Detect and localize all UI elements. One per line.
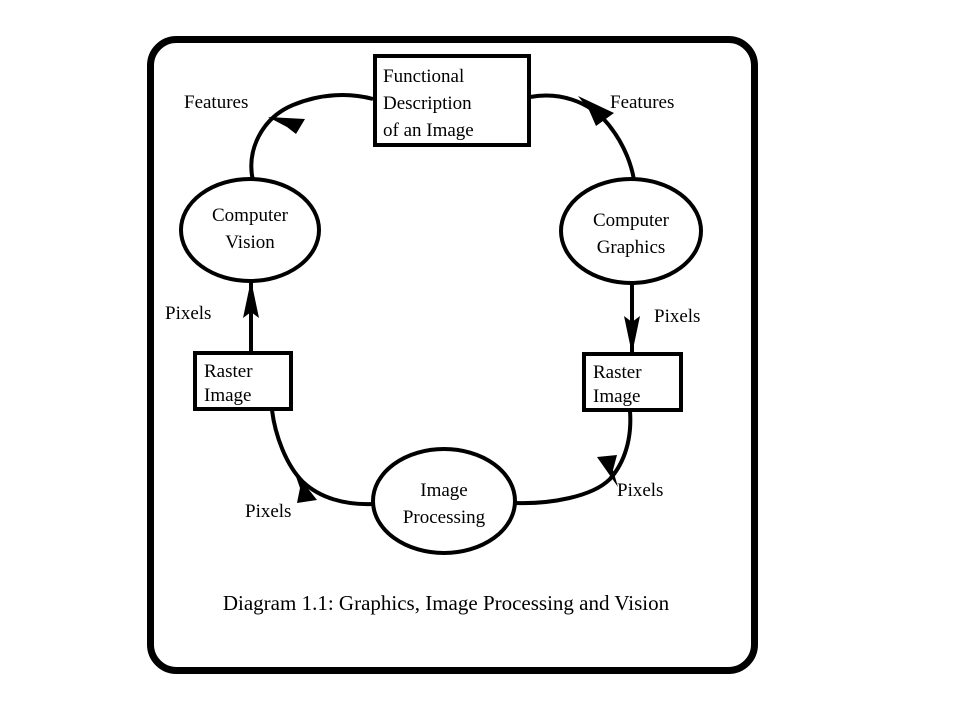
computer-vision-ellipse[interactable] bbox=[179, 177, 321, 283]
functional-description-line-1: Functional bbox=[383, 66, 464, 87]
edge-label-features-left: Features bbox=[184, 92, 248, 113]
raster-image-left-line-2: Image bbox=[204, 385, 251, 406]
outer-frame bbox=[147, 36, 758, 674]
edge-description-to-graphics-line bbox=[529, 93, 636, 181]
image-processing-line-2: Processing bbox=[403, 507, 486, 528]
functional-description-box[interactable] bbox=[373, 54, 531, 147]
node-raster-image-right[interactable]: Raster Image bbox=[582, 352, 683, 412]
node-functional-description[interactable]: Functional Description of an Image bbox=[373, 54, 531, 147]
edge-label-pixels-right: Pixels bbox=[654, 306, 700, 327]
image-processing-ellipse[interactable] bbox=[371, 447, 517, 555]
functional-description-line-3: of an Image bbox=[383, 120, 474, 141]
edge-label-pixels-left: Pixels bbox=[165, 303, 211, 324]
edge-raster-left-to-vision-arrowhead bbox=[243, 280, 259, 318]
edge-processing-to-raster-left-line bbox=[270, 409, 373, 507]
node-computer-graphics[interactable]: Computer Graphics bbox=[559, 177, 703, 285]
edge-vision-to-description-arrowhead bbox=[268, 117, 305, 134]
edge-description-to-graphics-arrowhead bbox=[578, 96, 614, 126]
node-computer-vision[interactable]: Computer Vision bbox=[179, 177, 321, 283]
edge-graphics-to-raster-right-arrowhead bbox=[624, 316, 640, 354]
raster-image-right-box[interactable] bbox=[582, 352, 683, 412]
raster-image-left-line-1: Raster bbox=[204, 361, 253, 382]
node-raster-image-left[interactable]: Raster Image bbox=[193, 351, 293, 411]
computer-graphics-ellipse[interactable] bbox=[559, 177, 703, 285]
edge-processing-to-raster-left-arrowhead bbox=[294, 471, 317, 503]
edge-raster-right-to-processing-arrowhead bbox=[597, 455, 618, 487]
edge-vision-to-description-line bbox=[249, 93, 374, 182]
figure-caption: Diagram 1.1: Graphics, Image Processing … bbox=[223, 591, 670, 615]
computer-vision-line-1: Computer bbox=[212, 205, 289, 226]
edge-label-pixels-bottom-right: Pixels bbox=[617, 480, 663, 501]
node-image-processing[interactable]: Image Processing bbox=[371, 447, 517, 555]
image-processing-line-1: Image bbox=[420, 480, 467, 501]
edge-label-pixels-bottom-left: Pixels bbox=[245, 501, 291, 522]
raster-image-right-line-1: Raster bbox=[593, 362, 642, 383]
computer-graphics-line-2: Graphics bbox=[597, 237, 666, 258]
raster-image-left-box[interactable] bbox=[193, 351, 293, 411]
computer-vision-line-2: Vision bbox=[225, 232, 275, 253]
edge-label-features-right: Features bbox=[610, 92, 674, 113]
edge-raster-right-to-processing-line bbox=[515, 410, 633, 506]
raster-image-right-line-2: Image bbox=[593, 386, 640, 407]
functional-description-line-2: Description bbox=[383, 93, 472, 114]
computer-graphics-line-1: Computer bbox=[593, 210, 670, 231]
